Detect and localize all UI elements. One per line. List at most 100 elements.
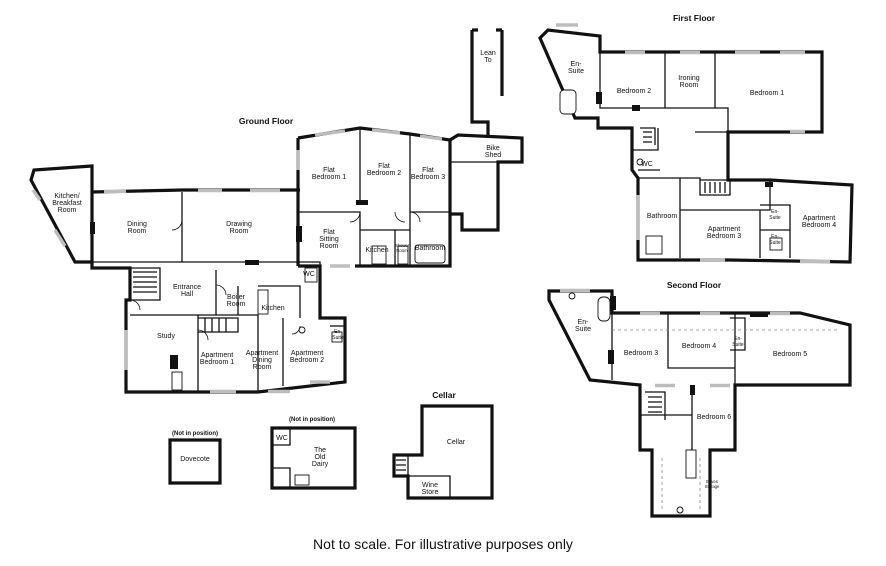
ground-floor-title: Ground Floor	[239, 116, 294, 126]
wall-kitchen	[258, 285, 301, 318]
kitchen-breakfast-walls	[29, 164, 94, 264]
dovecote: (Not in position) Dovecote	[168, 431, 222, 485]
svg-text:To: To	[484, 57, 492, 64]
svg-text:Bedroom 3: Bedroom 3	[624, 350, 658, 357]
ground-wc-label: WC	[303, 271, 315, 278]
svg-text:Lean: Lean	[480, 50, 496, 57]
svg-text:Suite: Suite	[769, 240, 781, 246]
svg-text:Bedroom 1: Bedroom 1	[312, 174, 346, 181]
svg-text:Flat: Flat	[422, 167, 434, 174]
svg-text:En-: En-	[771, 209, 779, 215]
svg-text:Suite: Suite	[575, 326, 591, 333]
svg-text:Sitting: Sitting	[319, 236, 339, 243]
svg-text:Flat: Flat	[323, 229, 335, 236]
old-dairy: (Not in position) WC The Old Dairy	[270, 417, 357, 490]
svg-text:Room: Room	[396, 248, 408, 253]
wall-apt-bed1	[198, 314, 259, 392]
flat-kitchen-label: Kitchen	[365, 247, 388, 254]
svg-text:Storage: Storage	[705, 484, 720, 489]
flat-bathroom-label: Bathroom	[415, 245, 446, 252]
disclaimer-text: Not to scale. For illustrative purposes …	[313, 536, 573, 552]
cellar: Cellar Cellar Wine Store	[392, 390, 494, 500]
svg-text:Dairy: Dairy	[312, 461, 329, 468]
svg-text:Bedroom 1: Bedroom 1	[750, 90, 784, 97]
apartment-bedroom-2-label: Apartment Bedroom 2	[290, 350, 324, 364]
svg-text:Bedroom 2: Bedroom 2	[367, 170, 401, 177]
svg-text:Bedroom 3: Bedroom 3	[411, 174, 445, 181]
second-floor-windows	[560, 288, 790, 388]
svg-text:Room: Room	[680, 82, 699, 89]
first-floor-walls	[538, 28, 854, 264]
svg-text:Hall: Hall	[181, 291, 194, 298]
ground-ensuite-label: En- Suite	[332, 329, 344, 341]
ground-fixtures	[171, 244, 446, 391]
svg-text:Breakfast: Breakfast	[52, 200, 82, 207]
first-floor-stairs	[700, 179, 730, 193]
apartment-bedroom-1-label: Apartment Bedroom 1	[200, 352, 234, 366]
svg-text:Apartment: Apartment	[246, 350, 278, 357]
svg-text:Second Floor: Second Floor	[667, 280, 722, 290]
svg-text:Shower: Shower	[395, 243, 410, 248]
svg-text:Flat: Flat	[378, 163, 390, 170]
ground-doors	[129, 211, 421, 341]
dining-room-label: Dining Room	[127, 221, 147, 235]
first-floor-windows	[556, 23, 830, 264]
boiler-room-label: Boiler Room	[227, 294, 246, 308]
first-floor: First Floor En- Suite Bedroom 2 Ironing …	[538, 13, 854, 264]
flat-bedroom-2-label: Flat Bedroom 2	[367, 163, 401, 177]
flat-sitting-room-label: Flat Sitting Room	[319, 229, 339, 250]
flat-stairs	[198, 317, 239, 333]
shower-room-label: Shower Room	[395, 243, 410, 253]
svg-text:Suite: Suite	[332, 335, 344, 341]
second-floor: Second Floor En- Suite Bedroom 3 Bedroom…	[547, 280, 852, 518]
bike-shed-label: Bike Shed	[485, 145, 501, 159]
ground-windows	[31, 128, 443, 394]
flat-bedroom-walls	[359, 128, 411, 200]
svg-text:Room: Room	[320, 243, 339, 250]
kitchen-label: Kitchen	[261, 305, 284, 312]
flat-bedroom-1-label: Flat Bedroom 1	[312, 167, 346, 181]
svg-text:(Not in position): (Not in position)	[172, 431, 218, 437]
svg-text:Suite: Suite	[769, 215, 781, 221]
lean-to-label: Lean To	[480, 50, 496, 64]
drawing-room-label: Drawing Room	[226, 221, 252, 235]
second-floor-stairs	[645, 391, 666, 420]
svg-text:Apartment: Apartment	[291, 350, 323, 357]
svg-text:Bedroom 6: Bedroom 6	[697, 414, 731, 421]
flat-bath-walls	[409, 200, 450, 266]
entrance-hall-label: Entrance Hall	[173, 284, 201, 298]
wall-study	[130, 314, 199, 392]
svg-text:Dining: Dining	[127, 221, 147, 228]
study-label: Study	[157, 333, 175, 340]
svg-text:Bedroom 5: Bedroom 5	[773, 351, 807, 358]
svg-text:En-: En-	[334, 329, 342, 335]
svg-text:Cellar: Cellar	[447, 439, 466, 446]
svg-text:Room: Room	[128, 228, 147, 235]
main-south-wall	[90, 262, 347, 394]
svg-text:The: The	[314, 447, 326, 454]
svg-text:Bedroom 2: Bedroom 2	[290, 357, 324, 364]
svg-text:Entrance: Entrance	[173, 284, 201, 291]
svg-text:Room: Room	[253, 364, 272, 371]
svg-text:Old: Old	[315, 454, 326, 461]
entrance-stairs	[130, 267, 161, 301]
svg-text:Dining: Dining	[252, 357, 272, 364]
svg-text:Apartment: Apartment	[803, 215, 835, 222]
ground-chimneys	[90, 200, 368, 369]
second-floor-walls	[547, 289, 852, 518]
svg-text:Apartment: Apartment	[708, 226, 740, 233]
svg-text:En-: En-	[771, 234, 779, 240]
svg-text:Kitchen/: Kitchen/	[54, 193, 79, 200]
svg-text:WC: WC	[641, 161, 653, 168]
apartment-dining-room-label: Apartment Dining Room	[246, 350, 278, 371]
svg-text:Eaves: Eaves	[706, 479, 718, 484]
svg-text:En-: En-	[571, 61, 583, 68]
svg-text:Suite: Suite	[732, 342, 744, 348]
svg-text:En-: En-	[734, 336, 742, 342]
svg-text:Suite: Suite	[568, 68, 584, 75]
ground-wc-walls	[298, 261, 321, 286]
svg-text:Bedroom 4: Bedroom 4	[802, 222, 836, 229]
svg-text:Boiler: Boiler	[227, 294, 246, 301]
svg-text:Dovecote: Dovecote	[180, 456, 210, 463]
